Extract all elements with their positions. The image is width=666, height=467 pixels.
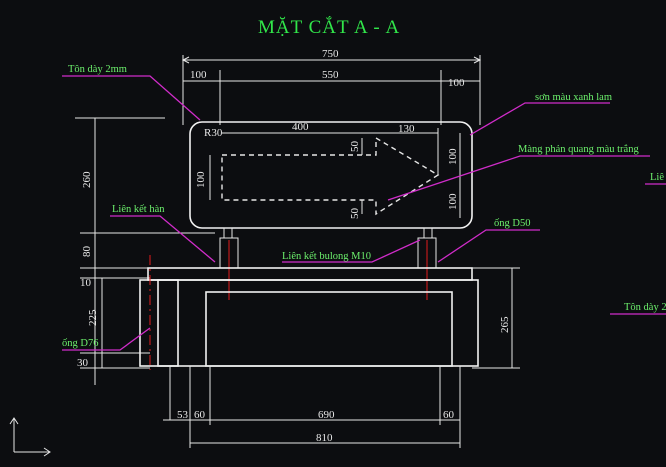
sign-panel: R30 400 130 50 50 100 100 100 (189, 121, 473, 229)
note-paint-blue: sơn màu xanh lam (535, 92, 612, 103)
dim-265: 265 (499, 316, 511, 333)
dim-53: 53 (177, 409, 189, 421)
dim-100-left-inner: 100 (195, 171, 207, 188)
note-right-cut-label: Liê (650, 172, 664, 183)
dim-100-left: 100 (190, 69, 207, 81)
dim-100-right-bottom: 100 (447, 193, 459, 210)
dim-30: 30 (77, 357, 89, 369)
dim-225: 225 (87, 309, 99, 326)
dim-260: 260 (81, 171, 93, 188)
base-frame (139, 255, 479, 370)
note-pipe-d50: ống D50 (494, 218, 530, 229)
right-dimensions: 265 (472, 267, 520, 369)
dim-750: 750 (322, 48, 339, 60)
posts (219, 227, 437, 300)
note-sheet-thickness: Tôn dày 2mm (68, 64, 127, 75)
note-right-sheet-label: Tôn dày 2 (624, 302, 666, 313)
dim-radius-r30: R30 (204, 127, 223, 139)
dim-130: 130 (398, 123, 415, 135)
dim-100-right-top: 100 (447, 148, 459, 165)
leaders (62, 75, 666, 351)
dim-10: 10 (80, 277, 92, 289)
note-pipe-d76: ống D76 (62, 338, 98, 349)
dim-60-right: 60 (443, 409, 455, 421)
dim-50-bottom: 50 (349, 208, 361, 220)
dim-690: 690 (318, 409, 335, 421)
dim-550: 550 (322, 69, 339, 81)
top-dimensions: 750 100 550 100 (181, 48, 482, 125)
dim-50-top: 50 (349, 141, 361, 153)
dim-810: 810 (316, 432, 333, 444)
bottom-dimensions: 53 60 690 60 810 (163, 366, 461, 448)
note-bolt-joint: Liên kết bulong M10 (282, 251, 371, 262)
note-reflective-film: Màng phản quang màu trắng (518, 144, 639, 155)
note-weld-joint: Liên kết hàn (112, 204, 165, 215)
dim-80: 80 (81, 246, 93, 258)
drawing-title: MẶT CẮT A - A (258, 16, 400, 38)
dim-400: 400 (292, 121, 309, 133)
ucs-icon (9, 417, 51, 457)
dim-100-right: 100 (448, 77, 465, 89)
dim-60-left: 60 (194, 409, 206, 421)
